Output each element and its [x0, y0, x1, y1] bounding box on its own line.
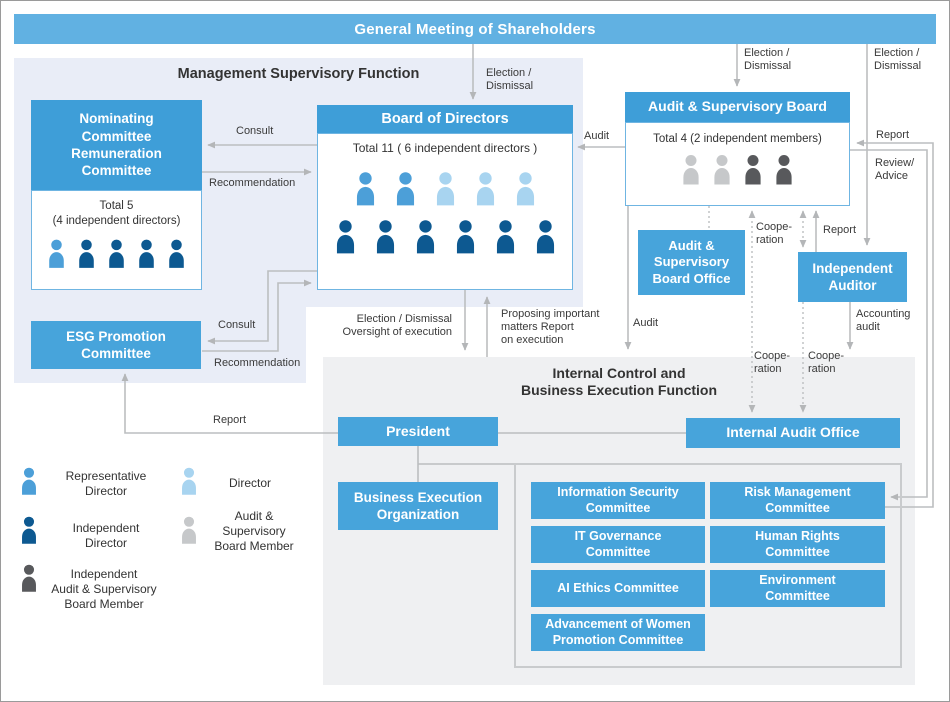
- person-icon-independent-asb: [741, 154, 765, 185]
- risk-management-committee-box: Risk Management Committee: [710, 482, 885, 519]
- board-total-text: Total 11 ( 6 independent directors ): [352, 141, 538, 155]
- legend-label-independent-director: Independent Director: [72, 521, 140, 550]
- label-election-dismissal-auditor: Election / Dismissal: [874, 47, 922, 73]
- asb-total-text: Total 4 (2 independent members): [653, 133, 822, 145]
- label-review-advice: Review/ Advice: [875, 157, 915, 183]
- label-recommendation-esg: Recommendation: [214, 357, 301, 369]
- person-icon-director: [432, 171, 459, 206]
- legend-label-independent-asb-member: Independent Audit & Supervisory Board Me…: [51, 567, 157, 611]
- person-icon-director: [178, 467, 200, 495]
- nominating-total-text: Total 5 (4 independent directors): [52, 200, 181, 227]
- legend-icon-asb-member: [178, 516, 200, 544]
- label-recommendation-nominating: Recommendation: [209, 177, 296, 189]
- information-security-committee-box: Information Security Committee: [531, 482, 705, 519]
- label-report-auditor-asb: Report: [823, 224, 857, 236]
- internal-control-title: Internal Control and Business Execution …: [520, 365, 718, 399]
- general-meeting-banner: General Meeting of Shareholders: [14, 14, 936, 44]
- person-icon-independent: [412, 219, 439, 254]
- environment-committee-box: Environment Committee: [710, 570, 885, 607]
- person-icon-asb-member: [178, 516, 200, 544]
- label-proposing: Proposing important matters Report on ex…: [501, 308, 600, 347]
- person-icon-representative: [392, 171, 419, 206]
- board-members-row-1: [318, 171, 572, 206]
- person-icon-independent: [492, 219, 519, 254]
- independent-auditor-box: Independent Auditor: [798, 252, 907, 302]
- it-governance-committee-box: IT Governance Committee: [531, 526, 705, 563]
- person-icon-independent: [165, 239, 188, 268]
- esg-promotion-committee-box: ESG Promotion Committee: [31, 321, 201, 369]
- label-audit-execution: Audit: [633, 317, 659, 329]
- label-cooperation-lower-left: Coope- ration: [754, 350, 791, 376]
- label-accounting-audit: Accounting audit: [856, 308, 911, 334]
- label-audit-asb-board: Audit: [584, 130, 610, 142]
- person-icon-independent: [75, 239, 98, 268]
- person-icon-independent: [135, 239, 158, 268]
- label-election-dismissal-board: Election / Dismissal: [486, 67, 534, 93]
- board-of-directors-box: Board of Directors: [317, 105, 573, 133]
- legend-icon-representative-director: [18, 467, 40, 495]
- internal-audit-office-box: Internal Audit Office: [686, 418, 900, 448]
- label-election-oversight: Election / Dismissal Oversight of execut…: [342, 313, 452, 339]
- audit-supervisory-board-body: Total 4 (2 independent members): [625, 122, 850, 206]
- nominating-members-row: [32, 239, 201, 268]
- person-icon-asb-member: [679, 154, 703, 185]
- committees-group-border: [514, 463, 902, 668]
- advancement-of-women-committee-box: Advancement of Women Promotion Committee: [531, 614, 705, 651]
- label-cooperation-upper: Coope- ration: [756, 221, 793, 247]
- person-icon-representative: [352, 171, 379, 206]
- legend-label-asb-member: Audit & Supervisory Board Member: [214, 509, 294, 553]
- person-icon-representative: [18, 467, 40, 495]
- label-report-esg: Report: [213, 414, 247, 426]
- label-consult-esg: Consult: [218, 319, 256, 331]
- human-rights-committee-box: Human Rights Committee: [710, 526, 885, 563]
- person-icon-director: [472, 171, 499, 206]
- board-of-directors-body: Total 11 ( 6 independent directors ): [317, 133, 573, 290]
- person-icon-independent-asb: [772, 154, 796, 185]
- person-icon-independent: [532, 219, 559, 254]
- ai-ethics-committee-box: AI Ethics Committee: [531, 570, 705, 607]
- label-report-right: Report: [876, 129, 910, 141]
- president-box: President: [338, 417, 498, 446]
- legend-icon-independent-asb-member: [18, 564, 40, 592]
- person-icon-asb-member: [710, 154, 734, 185]
- person-icon-independent-asb: [18, 564, 40, 592]
- nominating-remuneration-committee-box: Nominating Committee Remuneration Commit…: [31, 100, 202, 190]
- legend-icon-director: [178, 467, 200, 495]
- legend-icon-independent-director: [18, 516, 40, 544]
- label-election-dismissal-asb: Election / Dismissal: [744, 47, 792, 73]
- asb-office-box: Audit & Supervisory Board Office: [638, 230, 745, 295]
- legend-label-representative-director: Representative Director: [65, 469, 147, 498]
- legend-label-director: Director: [228, 476, 271, 490]
- nominating-committee-body: Total 5 (4 independent directors): [31, 190, 202, 290]
- board-members-row-2: [318, 219, 572, 254]
- person-icon-independent: [372, 219, 399, 254]
- person-icon-independent: [18, 516, 40, 544]
- person-icon-independent: [452, 219, 479, 254]
- audit-supervisory-board-box: Audit & Supervisory Board: [625, 92, 850, 122]
- person-icon-independent: [332, 219, 359, 254]
- business-execution-organization-box: Business Execution Organization: [338, 482, 498, 530]
- label-consult-nominating: Consult: [236, 125, 274, 137]
- person-icon-director: [512, 171, 539, 206]
- asb-members-row: [626, 154, 849, 185]
- label-cooperation-lower-right: Coope- ration: [808, 350, 845, 376]
- person-icon-representative: [45, 239, 68, 268]
- person-icon-independent: [105, 239, 128, 268]
- management-supervisory-title: Management Supervisory Function: [177, 66, 420, 82]
